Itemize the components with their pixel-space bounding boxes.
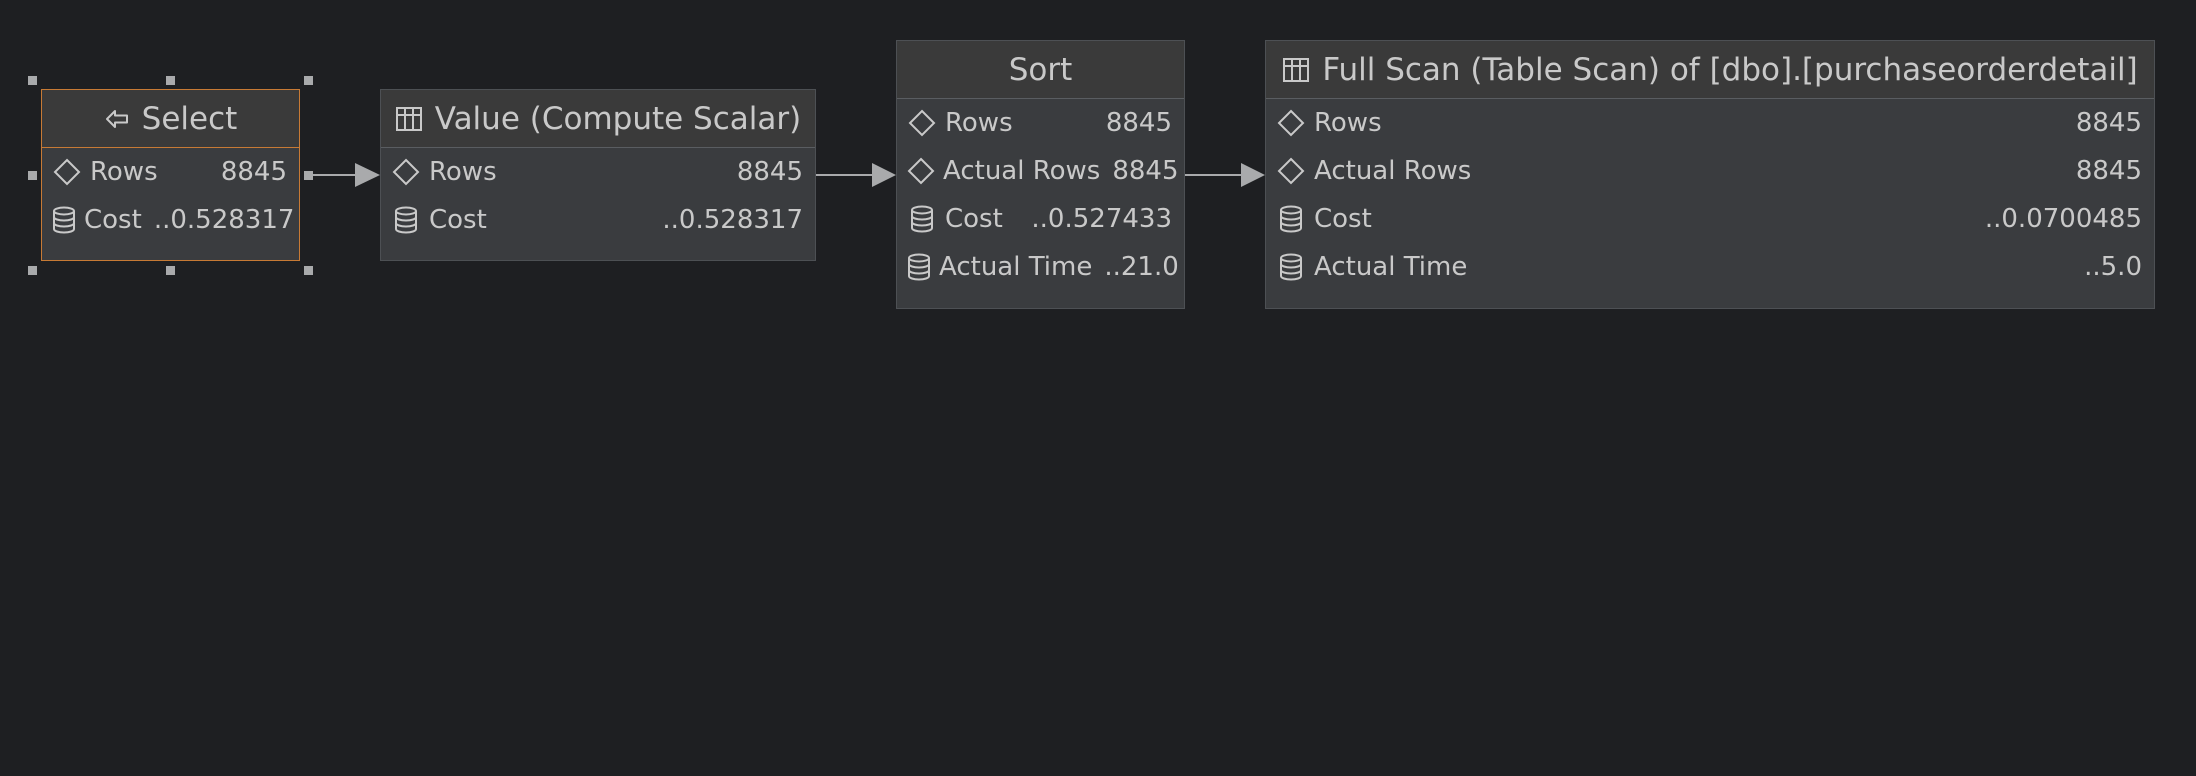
table-icon [1282, 57, 1310, 83]
node-stat-row: Cost ..0.527433 [897, 195, 1184, 243]
stat-value: ..5.0 [2084, 252, 2142, 282]
node-stat-row: Actual Rows 8845 [1266, 147, 2154, 195]
stat-value: 8845 [2075, 156, 2142, 186]
node-title: Full Scan (Table Scan) of [dbo].[purchas… [1322, 51, 2138, 88]
database-icon [391, 206, 421, 234]
node-stat-row: Rows 8845 [897, 99, 1184, 147]
diamond-icon [52, 158, 82, 186]
node-compute-scalar[interactable]: Value (Compute Scalar) Rows 8845 Cost ..… [380, 89, 816, 261]
node-table-scan-header[interactable]: Full Scan (Table Scan) of [dbo].[purchas… [1266, 41, 2154, 99]
diamond-icon [907, 109, 937, 137]
stat-label: Cost [429, 205, 487, 235]
resize-handle-middle-right[interactable] [304, 171, 313, 180]
node-stat-row: Rows 8845 [1266, 99, 2154, 147]
resize-handle-middle-left[interactable] [28, 171, 37, 180]
database-icon [1276, 205, 1306, 233]
stat-label: Actual Rows [943, 156, 1101, 186]
database-icon [907, 253, 931, 281]
node-stat-row: Rows 8845 [42, 148, 299, 196]
resize-handle-top-right[interactable] [304, 76, 313, 85]
resize-handle-bottom-left[interactable] [28, 266, 37, 275]
node-stat-row: Actual Rows 8845 [897, 147, 1184, 195]
resize-handle-top-center[interactable] [166, 76, 175, 85]
stat-value: 8845 [220, 157, 287, 187]
stat-label: Cost [945, 204, 1003, 234]
node-title: Value (Compute Scalar) [434, 100, 802, 137]
node-select[interactable]: Select Rows 8845 Cost ..0.528317 [41, 89, 300, 261]
node-sort[interactable]: Sort Rows 8845 Actual Rows 8845 [896, 40, 1185, 309]
stat-label: Actual Rows [1314, 156, 1472, 186]
node-stat-row: Cost ..0.0700485 [1266, 195, 2154, 243]
node-title: Select [141, 100, 238, 137]
node-stat-row: Actual Time ..21.0 [897, 243, 1184, 291]
node-stat-row: Actual Time ..5.0 [1266, 243, 2154, 291]
node-sort-header[interactable]: Sort [897, 41, 1184, 99]
node-stat-row: Rows 8845 [381, 148, 815, 196]
arrow-left-icon [104, 108, 130, 130]
stat-label: Actual Time [939, 252, 1093, 282]
stat-label: Rows [1314, 108, 1382, 138]
stat-label: Cost [84, 205, 142, 235]
stat-label: Actual Time [1314, 252, 1468, 282]
node-stat-row: Cost ..0.528317 [381, 196, 815, 244]
stat-value: ..0.528317 [153, 205, 295, 235]
diamond-icon [1276, 157, 1306, 185]
stat-value: ..0.528317 [662, 205, 803, 235]
node-select-header[interactable]: Select [42, 90, 299, 148]
table-icon [395, 106, 423, 132]
edge-select-from-compute-scalar [305, 163, 380, 187]
edge-sort-from-table-scan [1185, 163, 1265, 187]
diamond-icon [907, 157, 935, 185]
edge-compute-scalar-from-sort [816, 163, 896, 187]
database-icon [52, 206, 76, 234]
stat-value: 8845 [2075, 108, 2142, 138]
stat-value: ..0.527433 [1031, 204, 1172, 234]
stat-label: Rows [90, 157, 158, 187]
node-table-scan[interactable]: Full Scan (Table Scan) of [dbo].[purchas… [1265, 40, 2155, 309]
stat-value: 8845 [736, 157, 803, 187]
stat-label: Cost [1314, 204, 1372, 234]
stat-value: ..21.0 [1104, 252, 1179, 282]
resize-handle-top-left[interactable] [28, 76, 37, 85]
database-icon [907, 205, 937, 233]
stat-value: ..0.0700485 [1984, 204, 2142, 234]
resize-handle-bottom-center[interactable] [166, 266, 175, 275]
stat-label: Rows [945, 108, 1013, 138]
stat-value: 8845 [1112, 156, 1179, 186]
node-compute-scalar-header[interactable]: Value (Compute Scalar) [381, 90, 815, 148]
node-title: Sort [1008, 51, 1073, 88]
stat-value: 8845 [1105, 108, 1172, 138]
resize-handle-bottom-right[interactable] [304, 266, 313, 275]
database-icon [1276, 253, 1306, 281]
stat-label: Rows [429, 157, 497, 187]
diamond-icon [391, 158, 421, 186]
diamond-icon [1276, 109, 1306, 137]
node-stat-row: Cost ..0.528317 [42, 196, 299, 244]
